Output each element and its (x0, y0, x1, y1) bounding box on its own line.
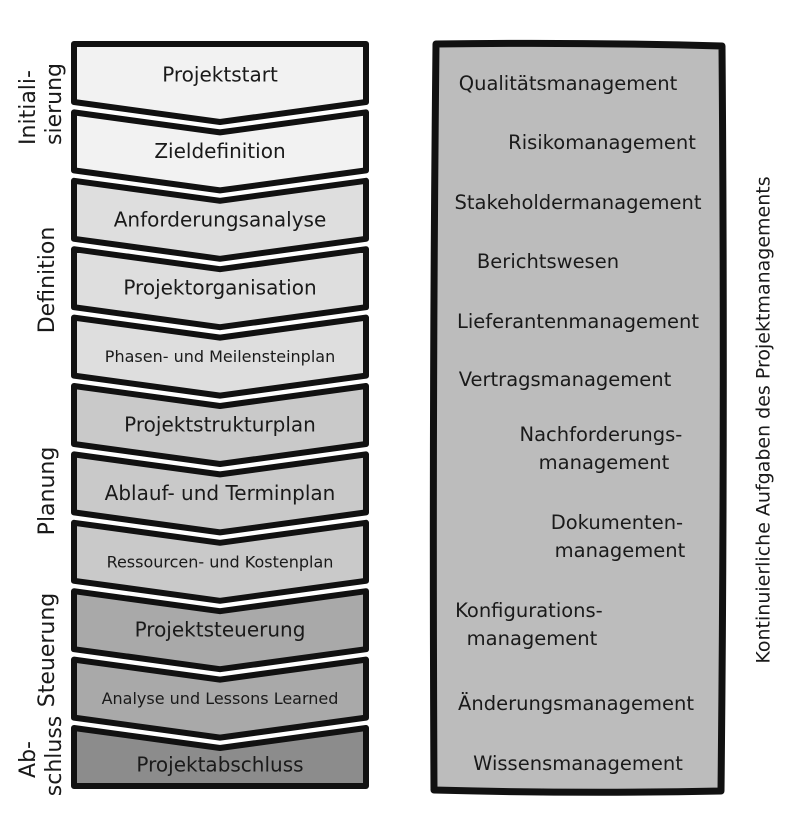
step-shape (71, 383, 369, 467)
task-risikomanagement: Risikomanagement (508, 131, 696, 154)
step-ressourcen-und-kostenplan: Ressourcen- und Kostenplan (71, 519, 369, 604)
step-projektstart: Projektstart (71, 41, 369, 125)
step-label: Ablauf- und Terminplan (105, 481, 336, 505)
step-projektsteuerung: Projektsteuerung (71, 588, 369, 673)
step-projektorganisation: Projektorganisation (71, 246, 369, 331)
step-label: Projektstrukturplan (124, 413, 316, 437)
task-konfigurationsmanagement: Konfigurations- management (455, 599, 609, 650)
step-shape (71, 177, 369, 262)
step-anforderungsanalyse: Anforderungsanalyse (71, 177, 369, 262)
step-label: Phasen- und Meilensteinplan (105, 347, 335, 366)
step-shape (71, 109, 369, 194)
task-wissensmanagement: Wissensmanagement (473, 752, 683, 775)
continuous-tasks-panel (429, 39, 727, 796)
step-shape (71, 451, 369, 536)
step-shape (71, 519, 369, 604)
phase-label-steuerung: Steuerung (35, 593, 60, 708)
step-label: Projektabschluss (136, 753, 303, 777)
step-shape (71, 725, 369, 789)
task-qualitaetsmanagement: Qualitätsmanagement (459, 72, 678, 95)
task-stakeholdermanagement: Stakeholdermanagement (455, 191, 702, 214)
step-analyse-und-lessons-learned: Analyse und Lessons Learned (71, 656, 369, 741)
step-label: Projektsteuerung (135, 618, 306, 642)
phase-label-planung: Planung (35, 447, 60, 536)
task-vertragsmanagement: Vertragsmanagement (459, 368, 672, 391)
phase-label-definition: Definition (35, 227, 60, 334)
step-phasen-und-meilensteinplan: Phasen- und Meilensteinplan (71, 314, 369, 399)
step-label: Analyse und Lessons Learned (102, 689, 339, 708)
step-shape (71, 656, 369, 741)
continuous-tasks: Qualitätsmanagement Risikomanagement Sta… (455, 72, 702, 775)
step-label: Zieldefinition (154, 139, 285, 163)
step-shape (71, 41, 369, 125)
task-lieferantenmanagement: Lieferantenmanagement (457, 310, 699, 333)
phase-label-initialisierung: Initiali- sierung (16, 63, 67, 145)
step-ablauf-und-terminplan: Ablauf- und Terminplan (71, 451, 369, 536)
task-nachforderungsmanagement: Nachforderungs- management (520, 423, 689, 474)
step-projektabschluss: Projektabschluss (71, 725, 369, 789)
step-label: Projektstart (162, 63, 278, 87)
task-dokumentenmanagement: Dokumenten- management (551, 511, 690, 562)
step-shape (71, 588, 369, 673)
continuous-tasks-side-label: Kontinuierliche Aufgaben des Projektmana… (753, 176, 775, 663)
step-projektstrukturplan: Projektstrukturplan (71, 383, 369, 467)
task-berichtswesen: Berichtswesen (477, 250, 619, 273)
step-label: Anforderungsanalyse (114, 207, 327, 231)
phase-label-abschluss: Ab- schluss (16, 716, 67, 796)
step-label: Ressourcen- und Kostenplan (107, 552, 334, 571)
task-aenderungsmanagement: Änderungsmanagement (458, 692, 694, 715)
step-shape (71, 246, 369, 331)
step-shape (71, 314, 369, 399)
phase-labels: Initiali- sierung Definition Planung Ste… (16, 63, 67, 796)
process-steps: Projektstart Zieldefinition Anforderungs… (71, 41, 369, 789)
step-zieldefinition: Zieldefinition (71, 109, 369, 194)
step-label: Projektorganisation (123, 276, 316, 300)
